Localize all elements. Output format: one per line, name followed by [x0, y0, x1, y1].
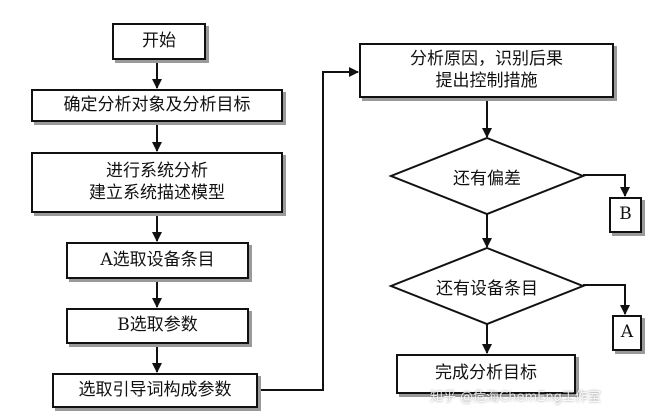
- arrow-deviation-to-b: [583, 174, 630, 197]
- determine-label: 确定分析对象及分析目标: [63, 94, 251, 115]
- analyze-label-line2: 提出控制措施: [435, 70, 538, 91]
- select-param-label: B选取参数: [117, 315, 198, 336]
- start-box: 开始: [112, 23, 206, 60]
- arrow-guidewords-to-analyze: [258, 67, 359, 391]
- decision-more-equipment-diamond: [388, 246, 586, 326]
- decision-deviation-diamond: [388, 136, 586, 216]
- analyze-box: 分析原因，识别后果 提出控制措施: [359, 43, 614, 98]
- system-label-line1: 进行系统分析: [106, 161, 208, 182]
- deviation-label: 还有偏差: [453, 168, 521, 189]
- select-guidewords-label: 选取引导词构成参数: [78, 379, 232, 400]
- connector-a-label: A: [620, 322, 634, 343]
- select-equipment-label: A选取设备条目: [100, 249, 215, 270]
- watermark-text: 知乎 @危海ChemEng工作室: [430, 390, 601, 405]
- connector-b-label: B: [619, 204, 632, 225]
- select-param-box: B选取参数: [66, 308, 249, 344]
- select-equipment-box: A选取设备条目: [66, 242, 249, 279]
- start-label: 开始: [142, 30, 176, 51]
- finish-label: 完成分析目标: [435, 363, 537, 384]
- finish-box: 完成分析目标: [396, 354, 576, 394]
- system-label-line2: 建立系统描述模型: [89, 182, 225, 203]
- arrow-more-equipment-to-a: [583, 284, 630, 315]
- more-equipment-label: 还有设备条目: [436, 278, 538, 299]
- determine-box: 确定分析对象及分析目标: [31, 89, 283, 122]
- select-guidewords-box: 选取引导词构成参数: [52, 373, 258, 408]
- analyze-label-line1: 分析原因，识别后果: [410, 49, 563, 70]
- connector-b-box: B: [609, 197, 642, 233]
- connector-a-box: A: [612, 315, 642, 351]
- system-analysis-box: 进行系统分析 建立系统描述模型: [31, 152, 283, 213]
